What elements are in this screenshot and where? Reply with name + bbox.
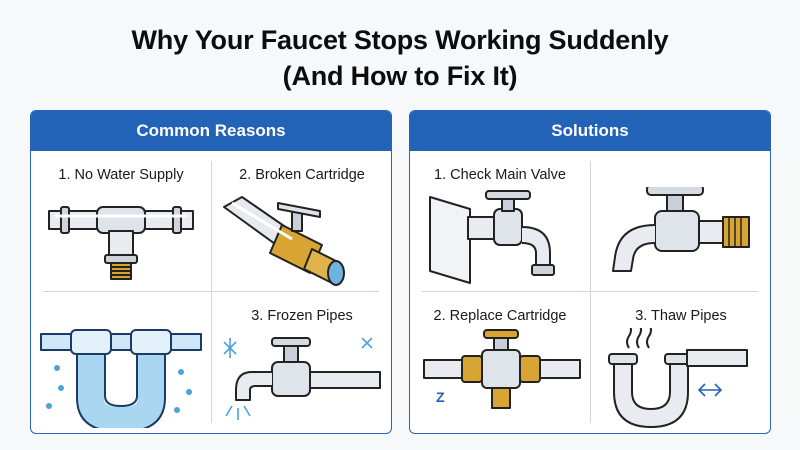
reason-broken-cartridge: 2. Broken Cartridge	[212, 151, 391, 292]
reason-label: 1. No Water Supply	[58, 167, 184, 183]
reason-label: 3. Frozen Pipes	[251, 308, 353, 324]
title-line-2: (And How to Fix It)	[282, 61, 518, 91]
brass-valve-icon	[223, 196, 345, 286]
reason-leaking-pipe	[31, 292, 211, 433]
page-title: Why Your Faucet Stops Working Suddenly (…	[0, 22, 800, 94]
dry-pipe-icon	[48, 206, 194, 280]
inline-valve-icon: Z	[423, 329, 581, 409]
faucet-icon	[612, 187, 750, 272]
wall-valve-icon	[429, 190, 555, 284]
solution-faucet	[591, 151, 770, 292]
common-reasons-header: Common Reasons	[31, 111, 391, 151]
reason-label: 2. Broken Cartridge	[239, 167, 365, 183]
solutions-panel: Solutions 1. Check Main Valve	[409, 110, 771, 434]
reasons-grid: 1. No Water Supply 2. Broken Car	[31, 151, 391, 433]
solution-label: 1. Check Main Valve	[434, 167, 566, 183]
common-reasons-panel: Common Reasons 1. No Water Supply	[30, 110, 392, 434]
grid-divider-vertical	[590, 161, 591, 423]
grid-divider-horizontal	[422, 291, 758, 292]
solution-replace-cartridge: 2. Replace Cartridge Z	[410, 292, 590, 433]
grid-divider-vertical	[211, 161, 212, 423]
title-line-1: Why Your Faucet Stops Working Suddenly	[131, 25, 669, 55]
warm-pipe-icon	[608, 328, 748, 428]
solution-label: 3. Thaw Pipes	[635, 308, 727, 324]
leaking-pipe-icon	[40, 329, 202, 428]
reason-frozen-pipes: 3. Frozen Pipes	[212, 292, 391, 433]
reason-no-water-supply: 1. No Water Supply	[31, 151, 211, 292]
svg-text:Z: Z	[436, 389, 445, 405]
solutions-grid: 1. Check Main Valve	[410, 151, 770, 433]
grid-divider-horizontal	[43, 291, 379, 292]
solution-label: 2. Replace Cartridge	[433, 308, 567, 324]
solution-thaw-pipes: 3. Thaw Pipes	[591, 292, 770, 433]
frozen-faucet-icon	[223, 337, 381, 420]
solution-check-main-valve: 1. Check Main Valve	[410, 151, 590, 292]
solutions-header: Solutions	[410, 111, 770, 151]
